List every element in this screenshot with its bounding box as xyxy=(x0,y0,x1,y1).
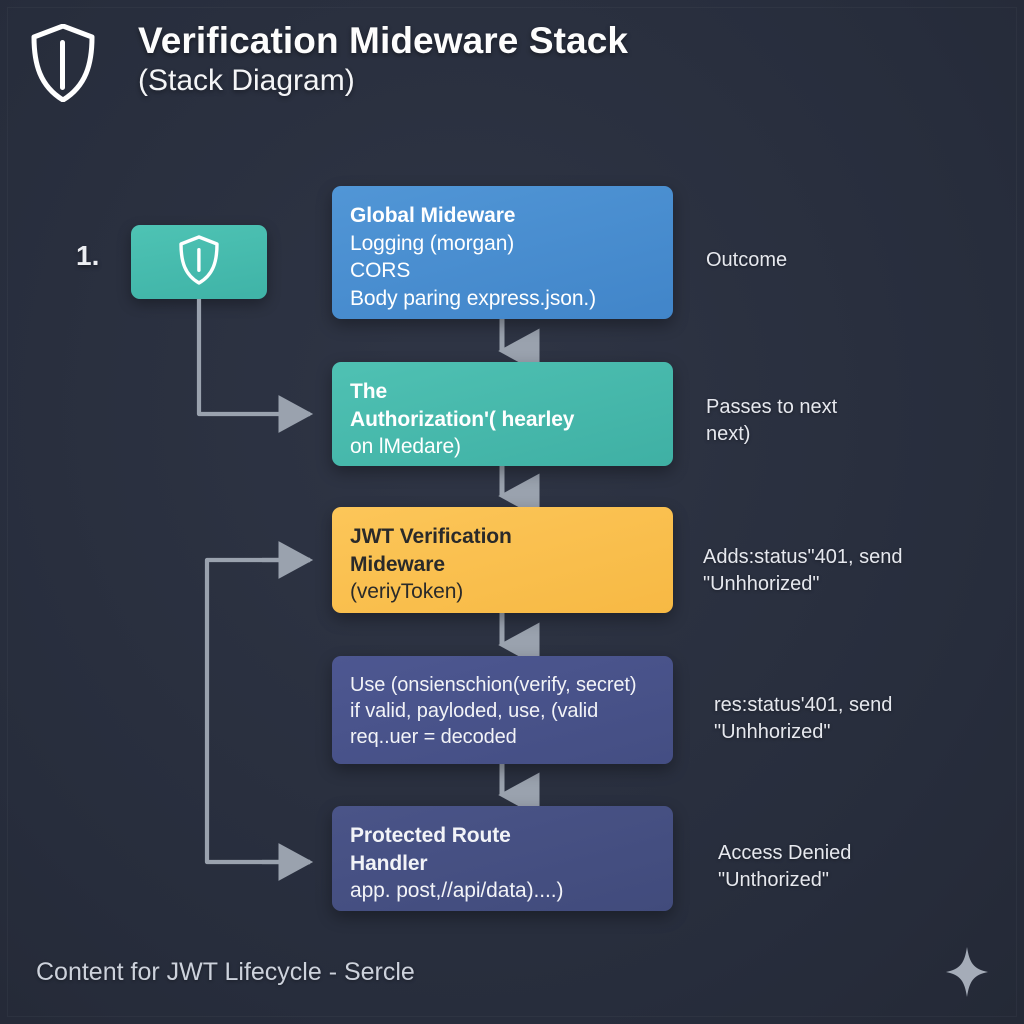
node-line: Authorization'( hearley xyxy=(350,407,575,431)
title-block: Verification Mideware Stack (Stack Diagr… xyxy=(138,18,628,99)
annotation-outcome-heading: Outcome xyxy=(706,247,1006,274)
shield-icon xyxy=(30,23,96,103)
annotation-line: "Unhhorized" xyxy=(703,572,820,595)
node-line: on lMedare) xyxy=(350,435,461,458)
annotation-line: res:status'401, send xyxy=(714,694,893,716)
node-line: Body paring express.json.) xyxy=(350,286,597,310)
step-number-label: 1. xyxy=(76,240,100,271)
stack-node-jwt-verification-middleware[interactable]: JWT Verification Mideware (veriyToken) xyxy=(332,507,673,613)
node-line: Use (onsienschion(verify, secret) xyxy=(350,674,637,696)
annotation-line: Passes to next xyxy=(706,396,838,418)
annotation-line: "Unthorized" xyxy=(718,868,829,891)
node-line: Mideware xyxy=(350,552,445,576)
header: Verification Mideware Stack (Stack Diagr… xyxy=(30,18,628,103)
node-line: Handler xyxy=(350,851,428,875)
page-subtitle: (Stack Diagram) xyxy=(138,64,355,98)
node-line: app. post,//api/data)....) xyxy=(350,879,564,902)
node-line: (veriyToken) xyxy=(350,580,464,603)
annotation-res-status-401: res:status'401, send "Unhhorized" xyxy=(714,692,1014,745)
node-line: req..uer = decoded xyxy=(350,726,517,749)
node-line: Global Mideware xyxy=(350,204,516,227)
annotation-passes-to-next: Passes to next next) xyxy=(706,394,1006,447)
node-line: if valid, payloded, use, (valid xyxy=(350,700,599,723)
annotation-access-denied: Access Denied "Unthorized" xyxy=(718,840,1018,893)
node-line: CORS xyxy=(350,259,411,282)
node-line: The xyxy=(350,380,388,403)
annotation-line: "Unhhorized" xyxy=(714,720,831,743)
annotation-line: Access Denied xyxy=(718,842,852,864)
shield-icon xyxy=(178,234,220,290)
page-title: Verification Mideware Stack xyxy=(138,20,629,61)
stack-node-global-middleware[interactable]: Global Mideware Logging (morgan) CORS Bo… xyxy=(332,186,673,319)
annotation-line: Outcome xyxy=(706,249,788,271)
footer-caption: Content for JWT Lifecycle - Sercle xyxy=(36,958,415,986)
annotation-line: next) xyxy=(706,422,751,445)
stack-node-authorization-header[interactable]: The Authorization'( hearley on lMedare) xyxy=(332,362,673,466)
annotation-adds-status-401: Adds:status"401, send "Unhhorized" xyxy=(703,544,1003,597)
stack-node-verify-decode[interactable]: Use (onsienschion(verify, secret) if val… xyxy=(332,656,673,764)
node-line: Logging (morgan) xyxy=(350,231,515,255)
stack-node-protected-route-handler[interactable]: Protected Route Handler app. post,//api/… xyxy=(332,806,673,911)
node-line: JWT Verification xyxy=(350,525,512,548)
sparkle-icon xyxy=(944,946,990,998)
node-line: Protected Route xyxy=(350,824,511,847)
annotation-line: Adds:status"401, send xyxy=(703,546,903,568)
security-icon-tile[interactable] xyxy=(131,225,267,299)
